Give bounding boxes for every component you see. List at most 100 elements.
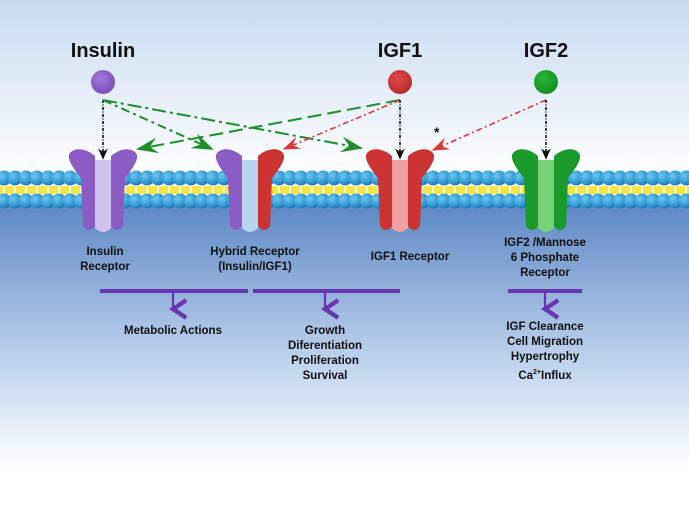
phospholipid-head — [139, 170, 155, 186]
metabolic-actions-label: Metabolic Actions — [124, 325, 222, 337]
phospholipid-head — [469, 193, 485, 209]
phospholipid-head — [128, 170, 144, 186]
outcome-line: Cell Migration — [506, 336, 584, 348]
phospholipid-head — [348, 170, 364, 186]
hybrid-receptor — [215, 149, 285, 232]
phospholipid-head — [315, 170, 331, 186]
phospholipid-head — [447, 193, 463, 209]
phospholipid-head — [172, 170, 188, 186]
phospholipid-head — [447, 170, 463, 186]
influx-text: Influx — [541, 370, 572, 382]
phospholipid-head — [29, 193, 45, 209]
insulin-label: Insulin — [70, 40, 136, 62]
phospholipid-head — [458, 193, 474, 209]
label-line: Insulin — [86, 246, 124, 258]
phospholipid-head — [425, 193, 441, 209]
phospholipid-head — [337, 193, 353, 209]
phospholipid-head — [51, 193, 67, 209]
phospholipid-head — [304, 170, 320, 186]
phospholipid-head — [469, 170, 485, 186]
phospholipid-head — [62, 193, 78, 209]
igf1-label: IGF1 — [377, 40, 423, 62]
phospholipid-head — [139, 193, 155, 209]
phospholipid-head — [491, 170, 507, 186]
receptor-subunit-right — [408, 149, 435, 230]
outcome-line: Proliferation — [291, 355, 359, 367]
phospholipid-head — [271, 170, 287, 186]
phospholipid-head — [172, 193, 188, 209]
phospholipid-head — [128, 193, 144, 209]
insulin-receptor — [68, 149, 138, 232]
igf2-outcomes-label: IGF Clearance Cell Migration Hypertrophy… — [495, 320, 595, 384]
label-line: Receptor — [520, 267, 570, 279]
phospholipid-head — [282, 170, 298, 186]
phospholipid-head — [282, 193, 298, 209]
phospholipid-head — [18, 193, 34, 209]
phospholipid-head — [40, 170, 56, 186]
phospholipid-head — [502, 193, 518, 209]
insulin-receptor-label: Insulin Receptor — [70, 245, 140, 275]
phospholipid-head — [293, 170, 309, 186]
igf2-receptor-label: IGF2 /Mannose 6 Phosphate Receptor — [490, 236, 600, 281]
phospholipid-head — [161, 193, 177, 209]
phospholipid-head — [161, 170, 177, 186]
calcium-influx-line: Ca2+Influx — [495, 365, 595, 384]
calcium-charge: 2+ — [533, 369, 541, 376]
phospholipid-head — [590, 170, 606, 186]
phospholipid-head — [337, 170, 353, 186]
phospholipid-head — [359, 193, 375, 209]
phospholipid-head — [293, 193, 309, 209]
phospholipid-head — [623, 170, 639, 186]
phospholipid-head — [502, 170, 518, 186]
phospholipid-head — [667, 193, 683, 209]
phospholipid-head — [271, 193, 287, 209]
phospholipid-head — [491, 193, 507, 209]
phospholipid-head — [436, 193, 452, 209]
phospholipid-head — [568, 193, 584, 209]
igf1-receptor-label: IGF1 Receptor — [360, 250, 460, 265]
phospholipid-head — [458, 170, 474, 186]
receptor-subunit-right — [258, 149, 285, 230]
phospholipid-head — [513, 193, 529, 209]
phospholipid-head — [634, 193, 650, 209]
growth-outcomes-label: Growth Diferentiation Proliferation Surv… — [270, 324, 380, 384]
phospholipid-head — [194, 193, 210, 209]
receptor-channel — [538, 160, 554, 232]
phospholipid-head — [425, 170, 441, 186]
receptor-subunit-right — [111, 149, 138, 230]
hybrid-receptor-label: Hybrid Receptor (Insulin/IGF1) — [196, 245, 314, 275]
label-line: (Insulin/IGF1) — [218, 261, 292, 273]
phospholipid-head — [480, 170, 496, 186]
outcome-line: Hypertrophy — [510, 351, 580, 363]
phospholipid-head — [40, 193, 56, 209]
phospholipid-head — [326, 170, 342, 186]
receptor-subunit-left — [511, 149, 538, 230]
insulin-ligand — [91, 70, 115, 94]
igf2-receptor — [511, 149, 581, 232]
phospholipid-head — [205, 193, 221, 209]
calcium-symbol: Ca — [518, 370, 534, 382]
outcome-line: Survival — [302, 370, 348, 382]
label-line: 6 Phosphate — [510, 252, 580, 264]
phospholipid-head — [359, 170, 375, 186]
phospholipid-head — [568, 170, 584, 186]
phospholipid-head — [205, 170, 221, 186]
phospholipid-head — [579, 193, 595, 209]
receptor-subunit-left — [365, 149, 392, 230]
arrow-igf1-to-insulin-receptor — [136, 99, 401, 154]
receptor-subunit-left — [215, 149, 242, 230]
phospholipid-head — [150, 170, 166, 186]
receptor-subunit-left — [68, 149, 95, 230]
label-line: IGF1 Receptor — [370, 251, 450, 263]
phospholipid-head — [348, 193, 364, 209]
outcome-line: Diferentiation — [287, 340, 363, 352]
receptor-channel — [392, 160, 408, 232]
arrow-insulin-to-igf1-receptor — [102, 99, 363, 153]
phospholipid-head — [656, 170, 672, 186]
phospholipid-head — [612, 193, 628, 209]
igf2-ligand — [534, 70, 558, 94]
phospholipid-head — [183, 193, 199, 209]
phospholipid-head — [29, 170, 45, 186]
igf2-label: IGF2 — [523, 40, 569, 62]
